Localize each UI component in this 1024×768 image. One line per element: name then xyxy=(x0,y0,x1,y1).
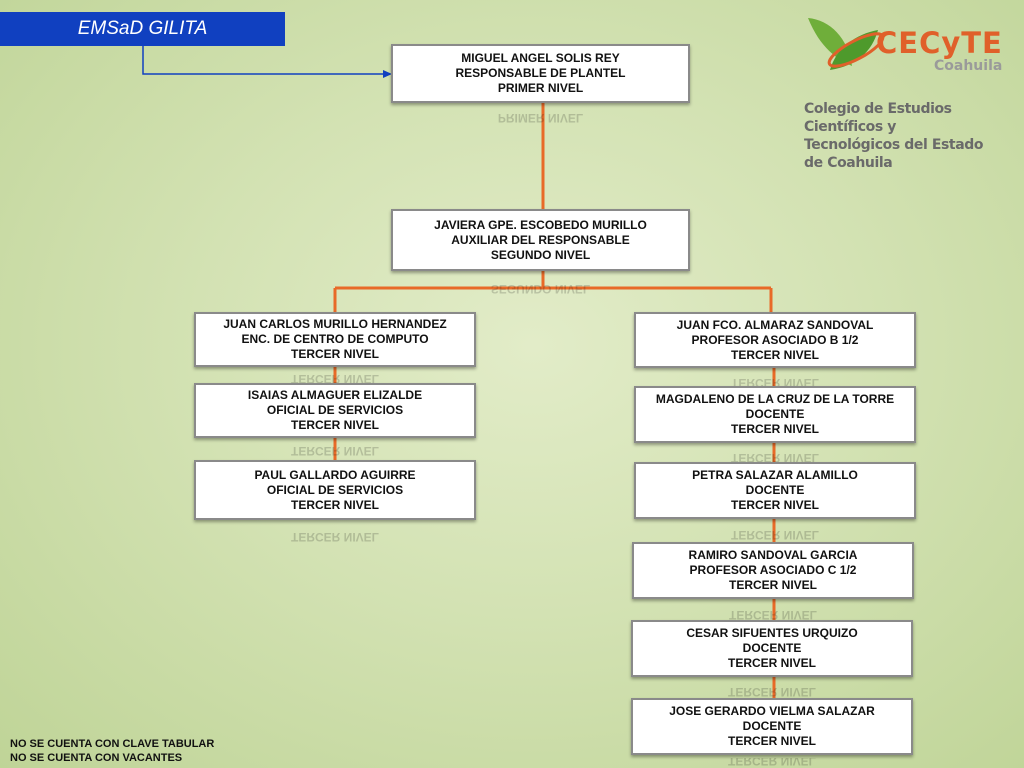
cecyte-logo xyxy=(808,18,885,70)
node-role: AUXILIAR DEL RESPONSABLE xyxy=(451,232,630,247)
logo-brand: CECyTE xyxy=(876,26,1003,60)
org-node: PAUL GALLARDO AGUIRRE OFICIAL DE SERVICI… xyxy=(194,460,476,520)
node-level: TERCER NIVEL xyxy=(290,347,379,361)
title-arrow-line xyxy=(142,46,386,75)
node-name: JOSE GERARDO VIELMA SALAZAR xyxy=(669,704,875,718)
node-name: PAUL GALLARDO AGUIRRE xyxy=(254,467,416,482)
node-role: DOCENTE xyxy=(745,407,805,421)
node-role: PROFESOR ASOCIADO C 1/2 xyxy=(689,563,857,577)
org-node: JOSE GERARDO VIELMA SALAZAR DOCENTE TERC… xyxy=(631,698,913,755)
node-level: TERCER NIVEL xyxy=(727,656,816,670)
node-level: TERCER NIVEL xyxy=(730,347,819,362)
logo-orbit xyxy=(827,32,885,68)
node-level: TERCER NIVEL xyxy=(728,578,817,592)
node-role: PROFESOR ASOCIADO B 1/2 xyxy=(691,332,859,347)
footer-note-1: NO SE CUENTA CON CLAVE TABULAR xyxy=(10,738,215,750)
org-node: MAGDALENO DE LA CRUZ DE LA TORRE DOCENTE… xyxy=(634,386,916,443)
node-level: TERCER NIVEL xyxy=(290,497,379,512)
logo-leaf-right xyxy=(830,30,878,70)
node-name: RAMIRO SANDOVAL GARCIA xyxy=(688,548,858,562)
node-role: ENC. DE CENTRO DE COMPUTO xyxy=(241,332,429,346)
node-level: TERCER NIVEL xyxy=(727,734,816,748)
logo-brand-sub: Coahuila xyxy=(934,58,1003,74)
node-role: OFICIAL DE SERVICIOS xyxy=(266,403,404,417)
node-level: SEGUNDO NIVEL xyxy=(490,247,591,262)
footer-note-2: NO SE CUENTA CON VACANTES xyxy=(10,752,183,764)
node-name: MAGDALENO DE LA CRUZ DE LA TORRE xyxy=(655,392,895,406)
org-node: CESAR SIFUENTES URQUIZO DOCENTE TERCER N… xyxy=(631,620,913,677)
node-name: MIGUEL ANGEL SOLIS REY xyxy=(461,51,620,65)
logo-line-2: Tecnológicos del Estado de Coahuila xyxy=(804,137,984,171)
node-level: TERCER NIVEL xyxy=(730,498,819,512)
node-name: JAVIERA GPE. ESCOBEDO MURILLO xyxy=(434,217,647,232)
logo-institution-name: Colegio de Estudios Científicos y Tecnol… xyxy=(804,100,1004,172)
chart-title: EMSaD GILITA xyxy=(0,12,285,46)
node-role: RESPONSABLE DE PLANTEL xyxy=(455,66,626,80)
node-name: JUAN CARLOS MURILLO HERNANDEZ xyxy=(223,317,447,331)
node-level: TERCER NIVEL xyxy=(290,418,379,432)
node-role: DOCENTE xyxy=(742,641,802,655)
title-arrowhead xyxy=(383,70,392,78)
org-node: RAMIRO SANDOVAL GARCIA PROFESOR ASOCIADO… xyxy=(632,542,914,599)
org-node: JUAN FCO. ALMARAZ SANDOVAL PROFESOR ASOC… xyxy=(634,312,916,368)
org-node: JAVIERA GPE. ESCOBEDO MURILLO AUXILIAR D… xyxy=(391,209,690,271)
node-role: DOCENTE xyxy=(742,719,802,733)
org-node: MIGUEL ANGEL SOLIS REY RESPONSABLE DE PL… xyxy=(391,44,690,103)
node-name: JUAN FCO. ALMARAZ SANDOVAL xyxy=(676,317,874,332)
node-name: ISAIAS ALMAGUER ELIZALDE xyxy=(247,388,423,402)
node-level: PRIMER NIVEL xyxy=(497,81,584,95)
org-node: PETRA SALAZAR ALAMILLO DOCENTE TERCER NI… xyxy=(634,462,916,519)
footer-notes: NO SE CUENTA CON CLAVE TABULAR NO SE CUE… xyxy=(10,737,214,765)
node-name: PETRA SALAZAR ALAMILLO xyxy=(692,468,858,482)
org-node: ISAIAS ALMAGUER ELIZALDE OFICIAL DE SERV… xyxy=(194,383,476,438)
node-role: OFICIAL DE SERVICIOS xyxy=(266,482,404,497)
node-name: CESAR SIFUENTES URQUIZO xyxy=(686,626,858,640)
node-level: TERCER NIVEL xyxy=(730,422,819,436)
node-role: DOCENTE xyxy=(745,483,805,497)
org-node: JUAN CARLOS MURILLO HERNANDEZ ENC. DE CE… xyxy=(194,312,476,367)
logo-line-1: Colegio de Estudios Científicos y xyxy=(804,101,952,135)
